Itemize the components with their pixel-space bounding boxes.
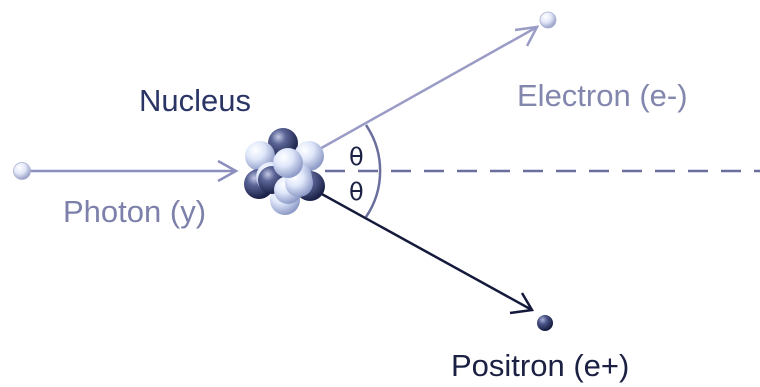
angle-arc	[364, 124, 382, 218]
photon-path	[30, 159, 239, 183]
electron-arrowhead-icon	[514, 25, 540, 47]
photon-arrowhead-icon	[217, 159, 239, 183]
photon-particle-icon	[13, 162, 31, 180]
positron-arrowhead-icon	[509, 292, 535, 315]
electron-path	[299, 25, 540, 162]
nucleus-label: Nucleus	[139, 83, 251, 118]
electron-particle-icon	[539, 11, 557, 29]
nucleus-icon	[244, 128, 325, 215]
theta-top-label: θ	[349, 143, 364, 171]
electron-label: Electron (e-)	[517, 78, 688, 113]
photon-label: Photon (y)	[63, 194, 207, 229]
theta-bottom-label: θ	[349, 178, 364, 206]
positron-label: Positron (e+)	[451, 348, 630, 383]
positron-particle-icon	[537, 315, 553, 331]
positron-path	[299, 180, 535, 315]
